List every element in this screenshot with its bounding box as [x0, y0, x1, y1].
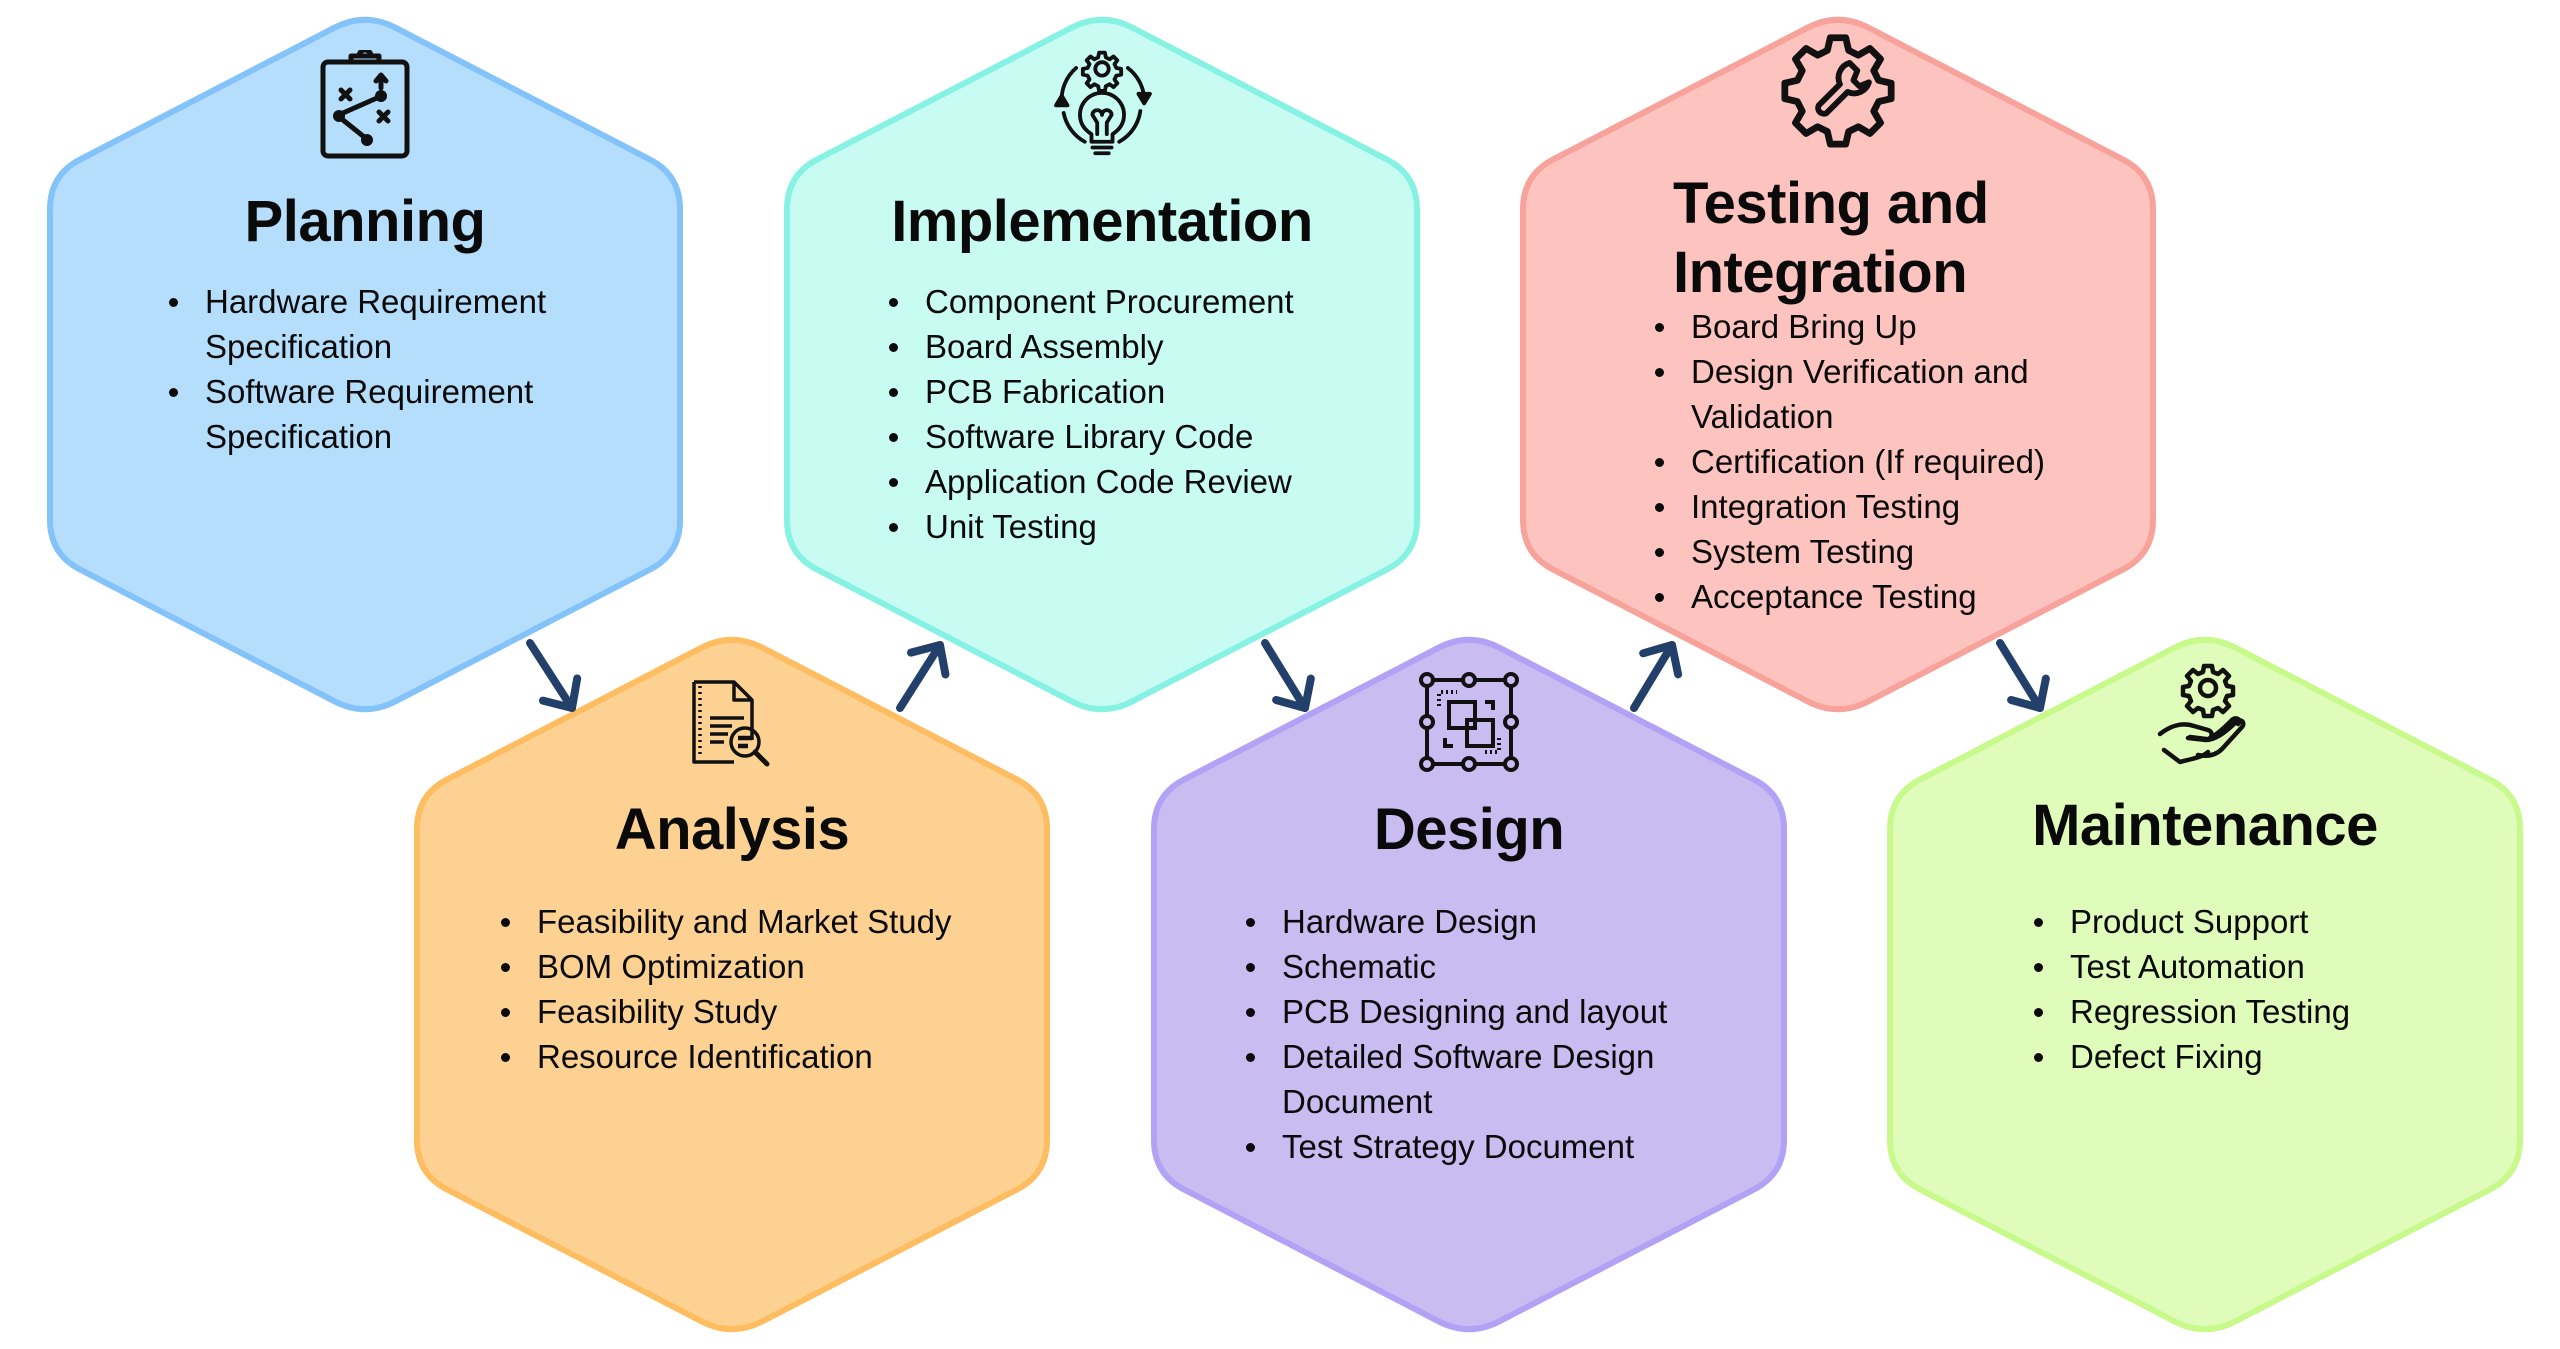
list-item: Software Library Code — [885, 414, 1365, 459]
list-item: Test Strategy Document — [1242, 1124, 1712, 1169]
list-item: PCB Designing and layout — [1242, 989, 1712, 1034]
list-item: Resource Identification — [497, 1034, 997, 1079]
list-item: Board Assembly — [885, 324, 1365, 369]
stage-item-list: Hardware Design Schematic PCB Designing … — [1242, 899, 1712, 1169]
gear-wrench-icon — [1780, 32, 1896, 148]
stage-title-line-2: Integration — [1673, 240, 1968, 305]
stage-item-list: Feasibility and Market Study BOM Optimiz… — [497, 899, 997, 1079]
stage-title: Planning — [244, 189, 486, 254]
list-item: Design Verification and Validation — [1651, 349, 2071, 439]
arrow-implementation-to-design — [1261, 639, 1315, 712]
list-item: System Testing — [1651, 529, 2131, 574]
hexagon-analysis — [414, 636, 1050, 1333]
arrow-planning-to-analysis — [526, 639, 582, 712]
stage-analysis: Analysis Feasibility and Market Study BO… — [417, 632, 1047, 1337]
list-item: Detailed Software Design Document — [1242, 1034, 1722, 1124]
clipboard-strategy-icon — [315, 47, 415, 160]
stage-item-list: Board Bring Up Design Verification and V… — [1651, 304, 2131, 619]
hexagon-maintenance — [1887, 636, 2523, 1333]
hexagon-design — [1151, 636, 1787, 1333]
hexagon-planning — [47, 16, 683, 713]
list-item: Component Procurement — [885, 279, 1365, 324]
list-item: Unit Testing — [885, 504, 1365, 549]
stage-title: Maintenance — [2032, 793, 2378, 858]
list-item: Feasibility Study — [497, 989, 997, 1034]
list-item: Schematic — [1242, 944, 1712, 989]
stage-testing-and-integration: Testing and Integration Board Bring Up D… — [1523, 12, 2153, 717]
hexagon-testing — [1520, 16, 2156, 713]
stage-title: Analysis — [614, 797, 850, 862]
list-item: Product Support — [2030, 899, 2430, 944]
list-item: Feasibility and Market Study — [497, 899, 997, 944]
list-item: BOM Optimization — [497, 944, 997, 989]
hand-gear-icon — [2150, 658, 2260, 768]
arrow-design-to-testing — [1630, 641, 1683, 712]
list-item: Certification (If required) — [1651, 439, 2131, 484]
gear-lightbulb-cycle-icon — [1045, 44, 1160, 159]
list-item: Board Bring Up — [1651, 304, 2131, 349]
stage-title: Design — [1373, 797, 1565, 862]
stage-title: Implementation — [891, 189, 1313, 254]
list-item: Defect Fixing — [2030, 1034, 2430, 1079]
arrow-testing-to-maintenance — [1996, 639, 2050, 712]
list-item: Hardware Requirement Specification — [165, 279, 605, 369]
stage-maintenance: Maintenance Product Support Test Automat… — [1890, 632, 2520, 1337]
list-item: Software Requirement Specification — [165, 369, 605, 459]
list-item: Acceptance Testing — [1651, 574, 2131, 619]
list-item: Regression Testing — [2030, 989, 2430, 1034]
stage-item-list: Component Procurement Board Assembly PCB… — [885, 279, 1365, 549]
design-frame-icon — [1419, 672, 1519, 772]
list-item: Test Automation — [2030, 944, 2430, 989]
stage-title-line-1: Testing and — [1673, 171, 1989, 236]
stage-item-list: Hardware Requirement Specification Softw… — [165, 279, 605, 459]
document-search-icon — [682, 674, 782, 774]
list-item: Application Code Review — [885, 459, 1365, 504]
list-item: PCB Fabrication — [885, 369, 1365, 414]
stage-item-list: Product Support Test Automation Regressi… — [2030, 899, 2430, 1079]
stage-design: Design Hardware Design Schematic PCB Des… — [1154, 632, 1784, 1337]
list-item: Hardware Design — [1242, 899, 1712, 944]
stage-implementation: Implementation Component Procurement Boa… — [787, 12, 1417, 717]
list-item: Integration Testing — [1651, 484, 2131, 529]
arrow-analysis-to-implementation — [896, 641, 950, 712]
hexagon-implementation — [784, 16, 1420, 713]
stage-planning: Planning Hardware Requirement Specificat… — [50, 12, 680, 717]
